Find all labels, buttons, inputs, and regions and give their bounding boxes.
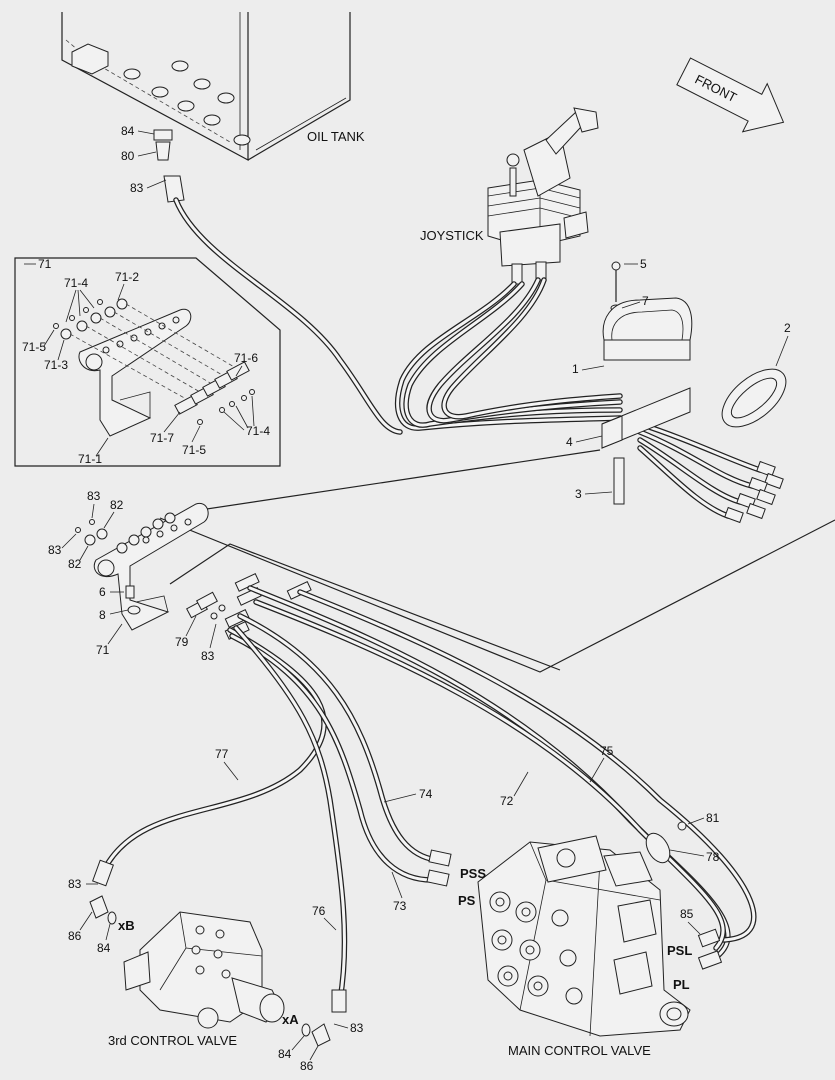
part-75: 75 xyxy=(600,744,614,758)
main-control-valve-label: MAIN CONTROL VALVE xyxy=(508,1043,651,1058)
part-76: 76 xyxy=(312,904,326,918)
part-7: 7 xyxy=(642,294,649,308)
part-83-plate-left: 83 xyxy=(48,543,62,557)
port-psl: PSL xyxy=(667,943,692,958)
part-83-plate-top: 83 xyxy=(87,489,101,503)
port-pss: PSS xyxy=(460,866,486,881)
hose-bracket-assembly xyxy=(601,261,787,505)
part-71-inset: 71 xyxy=(38,257,52,271)
part-71-4-right: 71-4 xyxy=(246,424,270,438)
part-84-tank: 84 xyxy=(121,124,135,138)
oil-tank-label: OIL TANK xyxy=(307,129,365,144)
part-84-valve3: 84 xyxy=(97,941,111,955)
part-85: 85 xyxy=(680,907,694,921)
part-71-4-top: 71-4 xyxy=(64,276,88,290)
part-3: 3 xyxy=(575,487,582,501)
part-82-plate-top: 82 xyxy=(110,498,124,512)
third-control-valve-label: 3rd CONTROL VALVE xyxy=(108,1033,237,1048)
part-86-valve3: 86 xyxy=(68,929,82,943)
part-1: 1 xyxy=(572,362,579,376)
part-77: 77 xyxy=(215,747,229,761)
part-81: 81 xyxy=(706,811,720,825)
third-control-valve-drawing xyxy=(89,895,331,1047)
port-xa: xA xyxy=(282,1012,299,1027)
part-86-xa: 86 xyxy=(300,1059,314,1073)
part-82-plate-left: 82 xyxy=(68,557,82,571)
part-6: 6 xyxy=(99,585,106,599)
main-control-valve-drawing xyxy=(477,835,691,1037)
part-72: 72 xyxy=(500,794,514,808)
tank-hose xyxy=(173,197,403,435)
part-2: 2 xyxy=(784,321,791,335)
part-71-plate: 71 xyxy=(96,643,110,657)
part-83-xa: 83 xyxy=(350,1021,364,1035)
part-74: 74 xyxy=(419,787,433,801)
part-73: 73 xyxy=(393,899,407,913)
part-83-valve3: 83 xyxy=(68,877,82,891)
part-71-5-bottom: 71-5 xyxy=(182,443,206,457)
joystick-hoses xyxy=(395,277,784,524)
part-78: 78 xyxy=(706,850,720,864)
part-71-7: 71-7 xyxy=(150,431,174,445)
part-84-xa: 84 xyxy=(278,1047,292,1061)
inset-71-panel xyxy=(14,257,281,467)
port-pl: PL xyxy=(673,977,690,992)
part-71-3: 71-3 xyxy=(44,358,68,372)
joystick-label: JOYSTICK xyxy=(420,228,484,243)
part-71-5-left: 71-5 xyxy=(22,340,46,354)
joystick-drawing xyxy=(487,107,599,285)
part-8: 8 xyxy=(99,608,106,622)
part-5: 5 xyxy=(640,257,647,271)
part-79: 79 xyxy=(175,635,189,649)
part-71-1: 71-1 xyxy=(78,452,102,466)
front-arrow: FRONT xyxy=(676,57,785,133)
part-83-tank: 83 xyxy=(130,181,144,195)
part-83-plate-bottom: 83 xyxy=(201,649,215,663)
part-71-2: 71-2 xyxy=(115,270,139,284)
oil-tank-drawing xyxy=(61,12,351,203)
port-ps: PS xyxy=(458,893,476,908)
port-xb: xB xyxy=(118,918,135,933)
part-80-tank: 80 xyxy=(121,149,135,163)
long-hoses xyxy=(92,585,757,1013)
part-4: 4 xyxy=(566,435,573,449)
part-71-6: 71-6 xyxy=(234,351,258,365)
plate-assembly xyxy=(75,449,835,673)
